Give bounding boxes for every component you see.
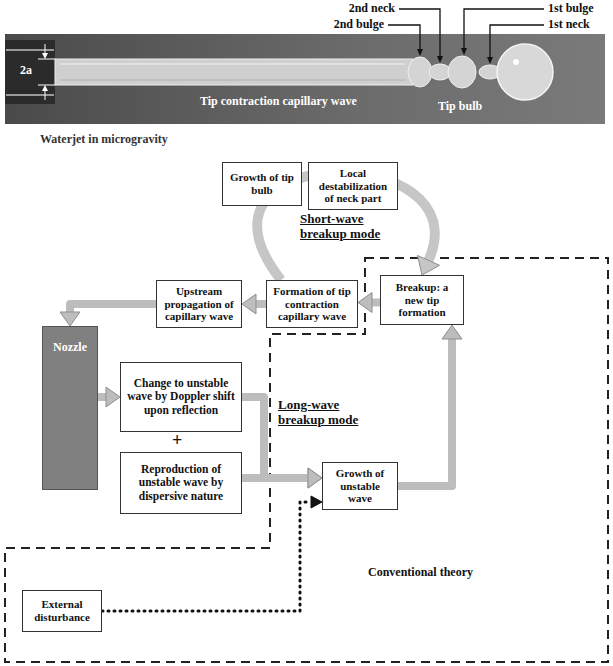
- flow-arrow: [242, 468, 322, 488]
- nozzle-highlight: [6, 94, 54, 96]
- arrowhead: [308, 468, 322, 488]
- dashed-region: [5, 258, 608, 662]
- dimension-arrow: [45, 44, 46, 54]
- part-name: 2nd neck: [349, 2, 395, 16]
- arrowhead: [358, 293, 372, 313]
- photo-label: Tip contraction capillary wave: [200, 95, 357, 109]
- arrow-line: [70, 304, 156, 312]
- leader-line: [464, 9, 544, 50]
- part-name: 1st neck: [548, 18, 590, 32]
- flow-arrow: [242, 294, 266, 314]
- leader-arrowhead: [461, 48, 467, 55]
- nozzle-photo: [5, 40, 55, 104]
- second-bulge: [408, 57, 432, 87]
- box-text: Nozzle: [53, 341, 87, 355]
- first-bulge: [448, 56, 476, 88]
- dimension-arrowhead: [42, 85, 48, 91]
- note-label: Conventional theory: [368, 566, 473, 580]
- mode-label: Short-wave breakup mode: [300, 212, 400, 242]
- box-text: Upstream propagation of capillary wave: [161, 285, 237, 323]
- arrow-line: [398, 339, 452, 486]
- leader-arrowhead: [487, 57, 493, 64]
- plus-sign: +: [172, 430, 182, 451]
- part-name: 2nd bulge: [334, 18, 384, 32]
- water-jet: [55, 59, 413, 85]
- leader-line: [490, 25, 544, 59]
- figure-caption: Waterjet in microgravity: [40, 133, 168, 147]
- flow-box: Growth of unstable wave: [322, 462, 398, 510]
- box-text: Growth of unstable wave: [327, 467, 393, 505]
- leader-line: [388, 25, 420, 51]
- arrowhead: [418, 256, 440, 276]
- flow-box: Formation of tip contraction capillary w…: [266, 280, 358, 328]
- box-text: Local destabilization of neck part: [313, 167, 393, 205]
- flow-arrow: [98, 387, 120, 407]
- flow-box: External disturbance: [22, 590, 102, 632]
- box-text: Reproduction of unstable wave by dispers…: [125, 463, 237, 503]
- box-text: Formation of tip contraction capillary w…: [271, 285, 353, 323]
- flow-box: Reproduction of unstable wave by dispers…: [120, 452, 242, 514]
- arrow-line: [256, 300, 266, 308]
- arrowhead: [106, 387, 120, 407]
- box-text: Growth of tip bulb: [227, 171, 297, 196]
- photo-background: [5, 34, 605, 124]
- arrow-line: [98, 393, 106, 401]
- flow-box: Local destabilization of neck part: [308, 162, 398, 210]
- nozzle-highlight: [6, 49, 54, 51]
- jet-highlight: [60, 64, 405, 65]
- leader-arrowhead: [417, 49, 423, 56]
- flow-box: Change to unstable wave by Doppler shift…: [120, 362, 242, 432]
- box-text: Breakup: a new tip formation: [385, 281, 459, 319]
- bulb-highlight: [513, 59, 519, 65]
- photo-label: Tip bulb: [438, 100, 482, 114]
- dimension-tick: [38, 59, 55, 60]
- arrow-line: [372, 299, 380, 307]
- flow-box: Upstream propagation of capillary wave: [156, 280, 242, 328]
- flow-arrow: [398, 325, 462, 486]
- arrow-line: [242, 474, 308, 482]
- arrowhead: [242, 294, 256, 314]
- arrowhead: [311, 496, 322, 508]
- dimension-tick: [38, 85, 55, 86]
- flow-arrow: [60, 304, 156, 326]
- flow-box: Breakup: a new tip formation: [380, 275, 464, 325]
- dimension-arrowhead: [42, 53, 48, 59]
- tip-bulb: [497, 44, 553, 100]
- part-name: 1st bulge: [548, 2, 594, 16]
- arrowhead: [442, 325, 462, 339]
- flow-box: Growth of tip bulb: [222, 162, 302, 206]
- arrowhead: [308, 468, 322, 488]
- box-text: External disturbance: [27, 598, 97, 623]
- box-text: Change to unstable wave by Doppler shift…: [125, 377, 237, 417]
- arrow-line: [102, 502, 311, 611]
- dimension-arrow: [45, 90, 46, 100]
- nozzle-box: Nozzle: [42, 326, 98, 490]
- dimension-label: 2a: [20, 64, 32, 78]
- arrowhead: [60, 312, 80, 326]
- mode-label: Long-wave breakup mode: [278, 398, 378, 428]
- flow-arrow: [358, 293, 380, 313]
- jet-highlight: [60, 80, 405, 81]
- leader-arrowhead: [437, 56, 443, 63]
